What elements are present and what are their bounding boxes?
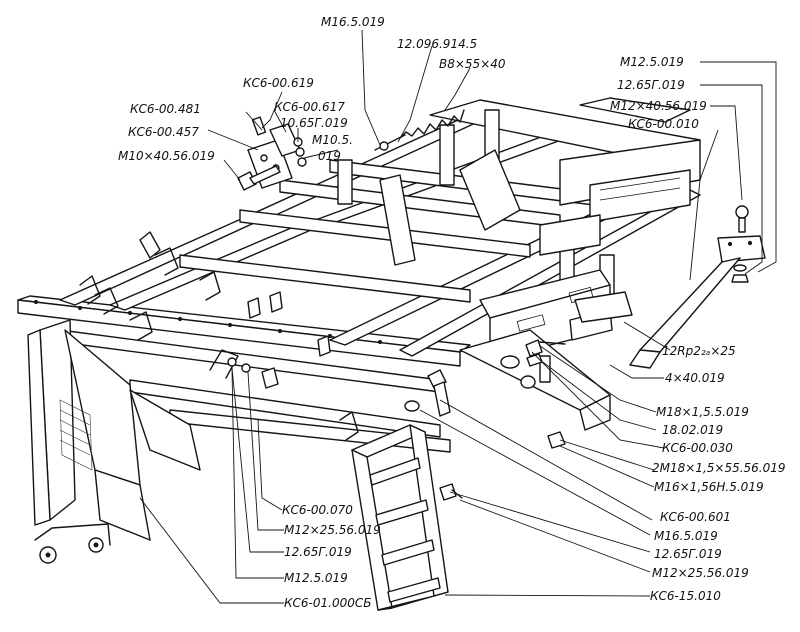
- label-ks6-00-617: КС6-00.617: [274, 100, 345, 114]
- label-ks6-00-457: КС6-00.457: [128, 125, 199, 139]
- label-m12-5-019-left: М12.5.019: [284, 571, 348, 585]
- label-m10x40: М10×40.56.019: [118, 149, 215, 163]
- label-m16-5-019-top: М16.5.019: [321, 15, 385, 29]
- label-m18x1-5: М18×1,5.5.019: [656, 405, 749, 419]
- label-12-65g-019-bot: 12.65Г.019: [654, 547, 722, 561]
- label-4x40: 4×40.019: [665, 371, 725, 385]
- label-ks6-00-070: КС6-00.070: [282, 503, 353, 517]
- stabilizer-strut: [629, 205, 766, 369]
- ladder: [351, 424, 449, 611]
- part-labels: М16.5.019 12.096.914.5 В8×55×40 КС6-00.6…: [118, 15, 786, 610]
- label-ks6-00-010: КС6-00.010: [628, 117, 699, 131]
- label-rp-12: 12Rр2₂ₐ×25: [662, 344, 736, 358]
- label-m12x25-right: М12×25.56.019: [652, 566, 749, 580]
- label-ks6-00-030: КС6-00.030: [662, 441, 733, 455]
- label-ks6-00-481: КС6-00.481: [130, 102, 201, 116]
- label-m16-5-019-bot: М16.5.019: [654, 529, 718, 543]
- label-m12-5-019-top: М12.5.019: [620, 55, 684, 69]
- bolt-stack-upper-left: [237, 116, 307, 191]
- label-2m18: 2М18×1,5×55.56.019: [652, 461, 786, 475]
- label-12-65g-019-top: 12.65Г.019: [617, 78, 685, 92]
- label-ks6-00-619: КС6-00.619: [243, 76, 314, 90]
- label-m12x25-left: М12×25.56.019: [284, 523, 381, 537]
- loose-hardware: [227, 291, 566, 501]
- label-ks6-15-010: КС6-15.010: [650, 589, 721, 603]
- label-m16x1-56n: М16×1,56Н.5.019: [654, 480, 764, 494]
- label-spring-b8: В8×55×40: [439, 57, 506, 71]
- label-12-096-914-5: 12.096.914.5: [397, 37, 477, 51]
- label-10-65g-019: 10.65Г.019: [280, 116, 348, 130]
- label-ks6-00-601: КС6-00.601: [660, 510, 731, 524]
- label-ks6-01-000sb: КС6-01.000СБ: [284, 596, 371, 610]
- label-12-65g-019-left: 12.65Г.019: [284, 545, 352, 559]
- label-m12x40: М12×40.56.019: [610, 99, 707, 113]
- label-18-02: 18.02.019: [662, 423, 723, 437]
- leader-lines: [139, 29, 777, 604]
- frame-assembly: [17, 97, 701, 564]
- label-m10-5-b: 019: [318, 149, 341, 163]
- label-m10-5: М10.5.: [312, 133, 353, 147]
